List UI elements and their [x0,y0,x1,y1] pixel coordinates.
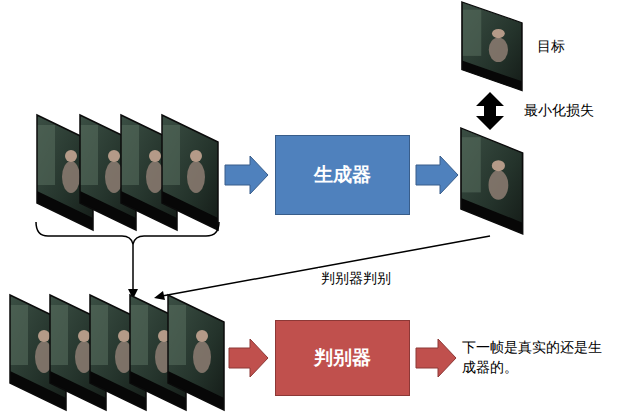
box-title: 生成器 [314,162,371,188]
double-arrow [476,92,504,130]
block-arrow [416,156,458,194]
annotation: 下一帧是真实的还是生成器的。 [462,337,602,378]
leader-line [162,236,490,296]
input-frame [168,295,224,410]
annotation: 最小化损失 [524,100,594,120]
target-frame [462,2,522,91]
block-arrow [225,156,268,194]
box-title: 判别器 [314,345,371,371]
process-box: 判别器 [275,320,410,396]
generated-frame [461,128,523,234]
block-arrow [416,339,456,377]
annotation: 目标 [537,36,565,56]
leader-line [132,244,134,290]
block-arrow [229,339,268,377]
input-frame [162,115,218,230]
bracket [36,222,219,244]
arrowhead [154,291,165,300]
process-box: 生成器 [275,135,410,215]
annotation: 判别器判别 [318,268,394,288]
